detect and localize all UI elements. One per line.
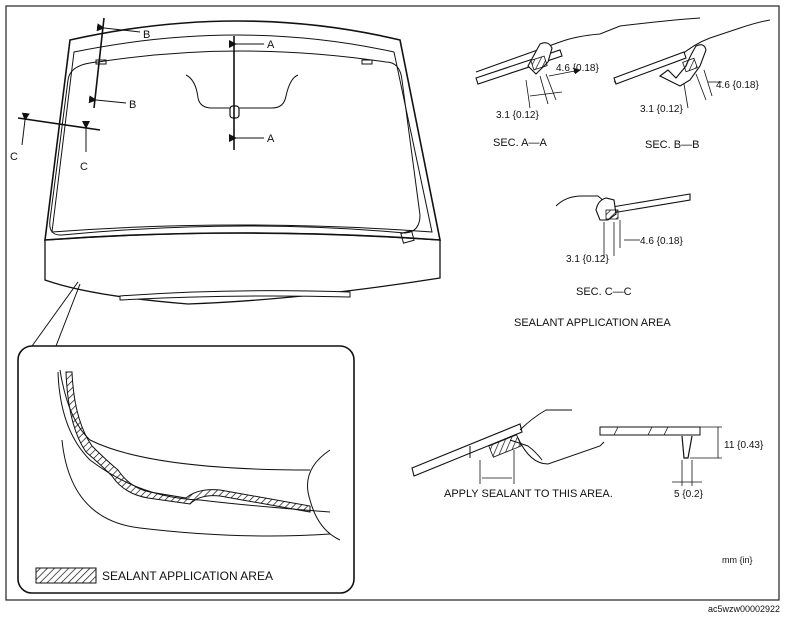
callout-line-left bbox=[31, 281, 79, 347]
section-a-a: 4.6 {0.18} 3.1 {0.12} SEC. A—A bbox=[475, 17, 701, 149]
unit-label: mm {in} bbox=[722, 555, 753, 565]
bb-glass bbox=[613, 51, 687, 85]
detail-panel-edge bbox=[57, 371, 331, 513]
bb-dim-upper: 4.6 {0.18} bbox=[716, 80, 759, 91]
bb-sealant bbox=[682, 57, 698, 73]
clip-right bbox=[361, 59, 373, 65]
cc-glass bbox=[605, 193, 691, 215]
cut-letter-a-bottom: A bbox=[267, 133, 275, 145]
legend-label: SEALANT APPLICATION AREA bbox=[102, 569, 273, 583]
section-b-b: 4.6 {0.18} 3.1 {0.12} SEC. B—B bbox=[613, 19, 771, 151]
sealant-area-heading: SEALANT APPLICATION AREA bbox=[514, 317, 671, 329]
clip-left bbox=[95, 59, 107, 65]
windshield-lower-panel bbox=[44, 232, 441, 305]
cut-letter-c-left: C bbox=[10, 151, 18, 163]
callout-line-right bbox=[55, 283, 81, 347]
cut-letter-a-top: A bbox=[267, 39, 275, 51]
windshield-glass-area bbox=[49, 50, 421, 236]
cut-letter-b-top: B bbox=[143, 29, 150, 41]
bb-label: SEC. B—B bbox=[645, 139, 699, 151]
detail-lower-edge bbox=[61, 439, 331, 537]
apply-note: APPLY SEALANT TO THIS AREA. bbox=[444, 488, 613, 500]
aa-sealant bbox=[530, 55, 548, 71]
aa-dim-upper: 4.6 {0.18} bbox=[556, 63, 599, 74]
bead-height-dim: 11 {0.43} bbox=[724, 440, 764, 451]
cut-line-b bbox=[93, 17, 105, 109]
cc-sealant bbox=[605, 209, 619, 220]
apply-glass bbox=[411, 423, 523, 477]
figure-code: ac5wzw00002922 bbox=[708, 604, 780, 614]
windshield-overview: B B A A C C bbox=[10, 17, 441, 347]
cowl-strip bbox=[119, 290, 351, 301]
legend-swatch bbox=[35, 567, 97, 584]
cut-letter-b-bottom: B bbox=[129, 99, 136, 111]
sealant-bead-detail bbox=[65, 371, 311, 513]
detail-body-curve bbox=[307, 449, 341, 541]
cut-letter-c-right: C bbox=[80, 161, 88, 173]
mirror-mount-area bbox=[185, 74, 299, 109]
bb-dim-lower: 3.1 {0.12} bbox=[640, 104, 683, 115]
windshield-inner-edge bbox=[51, 34, 433, 233]
section-c-c: 4.6 {0.18} 3.1 {0.12} SEC. C—C bbox=[555, 193, 691, 298]
bead-dimension-detail: 11 {0.43} 5 {0.2} bbox=[599, 426, 764, 500]
detail-box bbox=[17, 345, 355, 594]
aa-dim-lower: 3.1 {0.12} bbox=[496, 110, 539, 121]
detail-callout: SEALANT APPLICATION AREA bbox=[17, 345, 355, 594]
figure-frame bbox=[5, 5, 780, 601]
cc-dim-upper: 4.6 {0.18} bbox=[640, 236, 683, 247]
windshield-outline bbox=[44, 20, 441, 241]
cc-label: SEC. C—C bbox=[576, 286, 632, 298]
sensor-patch bbox=[400, 230, 415, 244]
apply-sealant-bead bbox=[488, 434, 522, 458]
apply-sealant-detail: APPLY SEALANT TO THIS AREA. bbox=[411, 409, 613, 500]
bead-width-dim: 5 {0.2} bbox=[674, 489, 704, 500]
aa-label: SEC. A—A bbox=[493, 137, 547, 149]
bead-profile bbox=[681, 435, 693, 459]
cc-dim-lower: 3.1 {0.12} bbox=[566, 254, 609, 265]
